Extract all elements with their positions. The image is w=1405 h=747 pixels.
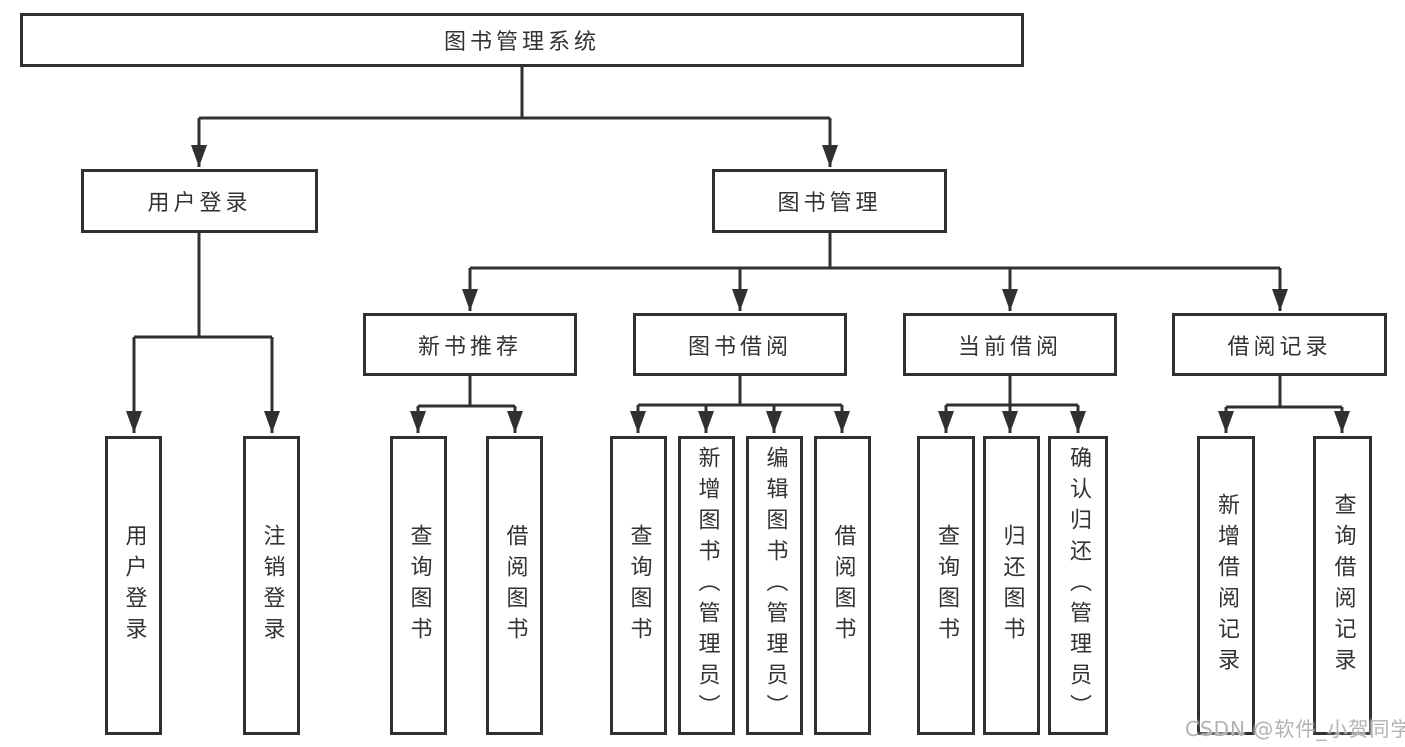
node-leaf-user-login: 用户登录 [105,436,162,735]
csdn-watermark: CSDN @软件_小贺同学 [1185,717,1405,741]
node-new-book-recommend: 新书推荐 [363,313,577,376]
node-book-borrow: 图书借阅 [633,313,847,376]
node-leaf-query-books-2: 查询图书 [610,436,667,735]
node-user-login: 用户登录 [81,169,318,233]
node-leaf-confirm-return-admin: 确认归还（管理员） [1048,436,1108,735]
node-current-borrow: 当前借阅 [903,313,1117,376]
node-leaf-query-books-3: 查询图书 [917,436,975,735]
node-root: 图书管理系统 [20,13,1024,67]
node-leaf-edit-books-admin: 编辑图书（管理员） [746,436,803,735]
node-leaf-borrow-books-1: 借阅图书 [486,436,543,735]
node-leaf-borrow-books-2: 借阅图书 [814,436,871,735]
node-borrow-records: 借阅记录 [1172,313,1387,376]
node-leaf-add-books-admin: 新增图书（管理员） [678,436,735,735]
node-leaf-return-books: 归还图书 [983,436,1040,735]
node-leaf-add-borrow-record: 新增借阅记录 [1197,436,1255,735]
node-leaf-logout: 注销登录 [243,436,300,735]
node-book-management: 图书管理 [712,169,947,233]
node-leaf-query-books-1: 查询图书 [390,436,447,735]
node-leaf-query-borrow-record: 查询借阅记录 [1313,436,1372,735]
